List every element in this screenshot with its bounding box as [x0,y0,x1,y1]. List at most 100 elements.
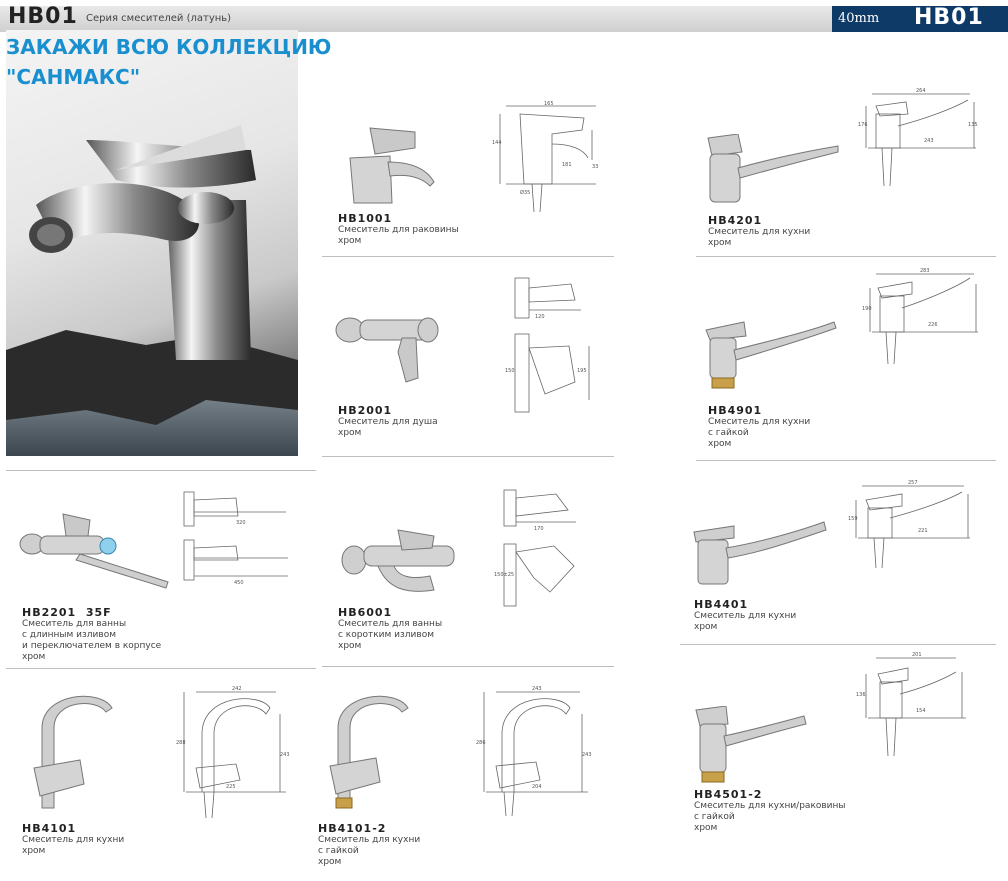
product-desc: хром [694,622,718,632]
product-caption-hb4101: HB4101 Смеситель для кухни хром [22,822,124,857]
product-desc: Смеситель для кухни [708,227,811,237]
dim-label: 288 [176,740,186,746]
divider [6,470,316,471]
product-photo-hb4101 [33,695,113,809]
dim-label: 195 [577,368,587,374]
dim-label: 150 [505,368,515,374]
product-photo-hb4101-2 [329,695,409,809]
dim-label: 176 [858,122,868,128]
product-desc: Смеситель для кухни [22,835,125,845]
dim-label: 264 [916,88,926,94]
product-desc: хром [708,238,732,248]
product-desc: Смеситель для кухни/раковины [694,801,846,811]
dim-label: 190 [862,306,872,312]
dim-label: 226 [928,322,938,328]
dim-label: 170 [534,526,544,532]
product-code: HB4901 [708,404,763,417]
divider [322,256,614,257]
product-desc: с длинным изливом [22,630,116,640]
product-caption-hb6001: HB6001 Смеситель для ванны с коротким из… [338,606,442,652]
dim-label: 120 [535,314,545,320]
product-desc: Смеситель для ванны [22,619,127,629]
product-desc: хром [22,652,46,662]
divider [6,668,316,669]
dim-label: 257 [908,480,918,486]
drawing-hb4401: 257 221 159 [848,480,970,569]
drawing-hb2001: 120 150 195 [505,277,590,413]
dim-label: 33 [592,164,598,170]
product-desc: Смеситель для кухни [708,417,811,427]
promo-banner: ЗАКАЖИ ВСЮ КОЛЛЕКЦИЮ "САНМАКС" [6,32,331,92]
hero-photo [6,30,298,456]
product-code: HB2001 [338,404,393,417]
product-photo-hb2001 [335,317,439,383]
product-desc: хром [338,428,362,438]
product-caption-hb4401: HB4401 Смеситель для кухни хром [694,598,796,633]
product-desc: хром [338,236,362,246]
drawing-hb4101-2: 243 286 243 204 [476,686,592,817]
drawing-hb4501-2: 201 154 136 [856,652,966,757]
divider [696,460,996,461]
product-caption-hb4501-2: HB4501-2 Смеситель для кухни/раковины с … [694,788,846,834]
product-photo-hb4201 [707,134,839,203]
dim-label: 243 [532,686,542,692]
dim-label: 204 [532,784,542,790]
dim-label: 243 [280,752,290,758]
product-code: HB6001 [338,606,393,619]
badge-code: HB01 [914,5,984,30]
product-caption-hb4901: HB4901 Смеситель для кухни с гайкой хром [708,404,810,450]
dim-label: 165 [544,101,554,107]
header-badge [832,6,1008,32]
product-caption-hb4201: HB4201 Смеситель для кухни хром [708,214,810,249]
dim-label: 243 [582,752,592,758]
promo-line-2: "САНМАКС" [6,65,141,89]
drawing-hb4101: 242 288 243 225 [176,686,290,819]
product-desc: Смеситель для кухни [694,611,797,621]
product-desc: с гайкой [318,846,359,856]
product-code: HB1001 [338,212,393,225]
drawing-hb2201: 320 450 [183,491,288,586]
series-name: Серия смесителей (латунь) [86,13,232,24]
dim-label: 242 [232,686,242,692]
drawing-hb6001: 170 150±25 [494,489,576,607]
product-code: HB4201 [708,214,763,227]
product-caption-hb2201: HB2201 35F Смеситель для ванны с длинным… [22,606,161,663]
product-caption-hb4101-2: HB4101-2 Смеситель для кухни с гайкой хр… [318,822,420,868]
product-code: HB4401 [694,598,749,611]
product-desc: Смеситель для раковины [338,225,459,235]
product-photo-hb6001 [341,529,455,592]
dim-label: 286 [476,740,486,746]
product-desc: хром [708,439,732,449]
product-photo-hb4401 [693,521,827,585]
dim-label: 243 [924,138,934,144]
dim-label: 181 [562,162,572,168]
dim-label: Ø35 [520,189,530,196]
product-desc: хром [694,823,718,833]
product-code: HB4501-2 [694,788,763,801]
divider [322,456,614,457]
product-desc: с гайкой [708,428,749,438]
promo-line-1: ЗАКАЖИ ВСЮ КОЛЛЕКЦИЮ [6,35,332,59]
divider [696,256,996,257]
product-desc: Смеситель для ванны [338,619,443,629]
product-desc: хром [22,846,46,856]
product-desc: с гайкой [694,812,735,822]
product-photo-hb4901 [705,321,837,389]
dim-label: 135 [968,122,978,128]
product-caption-hb2001: HB2001 Смеситель для душа хром [338,404,438,439]
dim-label: 450 [234,580,244,586]
product-photo-hb1001 [349,127,435,204]
product-desc: и переключателем в корпусе [22,641,162,651]
dim-label: 201 [912,652,922,658]
product-code: HB2201 35F [22,606,112,619]
drawing-hb4901: 283 226 190 [862,268,978,365]
dim-label: 225 [226,784,236,790]
product-desc: хром [338,641,362,651]
series-code: HB01 [8,4,78,29]
dim-label: 150±25 [494,572,514,578]
dim-label: 159 [848,516,858,522]
product-desc: хром [318,857,342,867]
product-desc: Смеситель для душа [338,417,438,427]
drawing-hb1001: 165 181 144 33 Ø35 [492,101,598,213]
product-photo-hb4501-2 [695,706,807,783]
